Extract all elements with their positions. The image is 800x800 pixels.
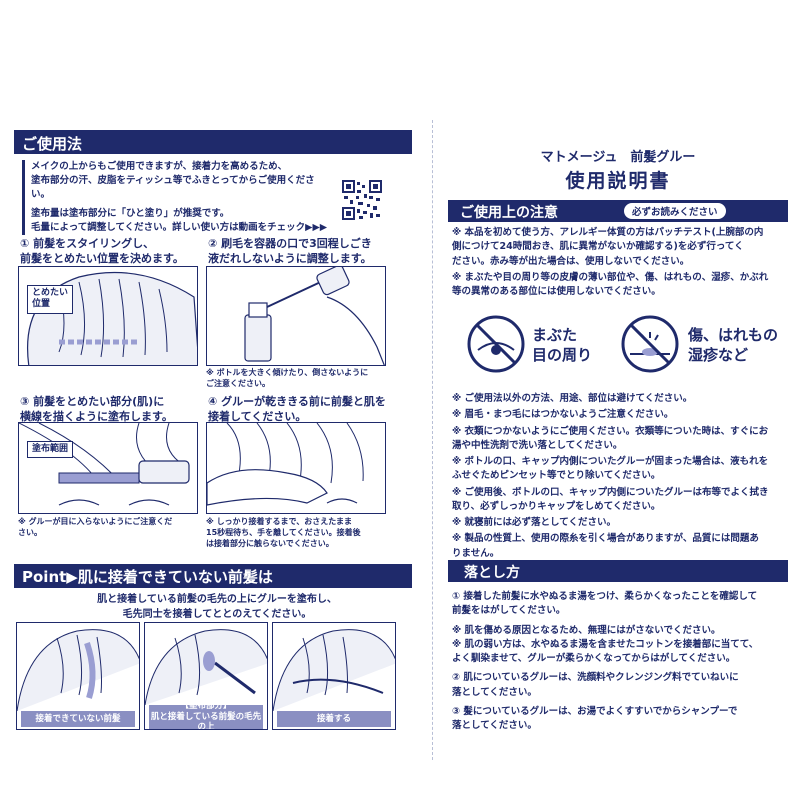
point-header: Point▶肌に接着できていない前髪は: [14, 564, 412, 588]
remove-item: ※ 肌を傷める原因となるため、無理にはがさないでください。 ※ 肌の弱い方は、水…: [452, 624, 759, 665]
caution-item: ※ 就寝前には必ず落としてください。: [452, 517, 616, 528]
remove-item: ③ 髪についているグルーは、お湯でよくすすいでからシャンプーで 落としてください…: [452, 705, 738, 731]
no-eye-area-icon: [467, 315, 525, 373]
eye-area-label: まぶた 目の周り: [532, 326, 593, 364]
must-read-badge: 必ずお読みください: [624, 203, 726, 219]
remove-title: 落とし方: [464, 565, 520, 581]
caution-intro-2: ※ まぶたや目の周り等の皮膚の薄い部位や、傷、はれもの、湿疹、かぶれ 等の異常の…: [452, 271, 769, 297]
step-1-target-label: とめたい 位置: [27, 285, 74, 314]
caution-item: ※ ご使用法以外の方法、用途、部位は避けてください。: [452, 393, 693, 404]
wound-area-label: 傷、はれもの 湿疹など: [688, 326, 779, 364]
remove-item: ② 肌についているグルーは、洗顔料やクレンジング料でていねいに 落としてください…: [452, 672, 739, 698]
intro-text-1: メイクの上からもご使用できますが、接着力を高めるため、 塗布部分の汗、皮脂をティ…: [31, 161, 315, 200]
caution-item: ※ 製品の性質上、使用の際糸を引く場合がありますが、品質には問題あ りません。: [452, 533, 759, 559]
hair-styling-illustration: [27, 271, 197, 365]
unattached-hair-illustration: [17, 629, 139, 712]
step-3-title: ③ 前髪をとめたい部分(肌)に 横線を描くように塗布します。: [20, 395, 173, 424]
no-wound-area-icon: [621, 315, 679, 373]
point-illustration-2: 【塗布部分】 肌と接着している前髪の毛先の上: [144, 622, 268, 730]
step-2-illustration: [206, 266, 386, 366]
step-3-illustration: 塗布範囲: [18, 422, 198, 514]
remove-header: 落とし方: [448, 560, 788, 582]
caution-item: ※ 衣類につかないようにご使用ください。衣類等についた時は、すぐにお 湯や中性洗…: [452, 425, 769, 451]
point-illustration-3: 接着する: [272, 622, 396, 730]
caution-header: ご使用上の注意 必ずお読みください: [448, 200, 788, 222]
brand-name: マトメージュ 前髪グルー: [540, 150, 696, 165]
caution-title: ご使用上の注意: [460, 205, 558, 221]
point-text: 肌と接着している前髪の毛先の上にグルーを塗布し、 毛先同士を接着してととのえてく…: [97, 594, 337, 620]
step-3-area-label: 塗布範囲: [27, 441, 74, 459]
left-section-header: ご使用法: [14, 130, 412, 154]
step-4-note: ※ しっかり接着するまで、おさえたまま 15秒程待ち、手を離してください。接着後…: [206, 517, 361, 548]
left-section-title: ご使用法: [22, 135, 83, 153]
intro-block: メイクの上からもご使用できますが、接着力を高めるため、 塗布部分の汗、皮脂をティ…: [22, 160, 332, 235]
point-title: Point▶肌に接着できていない前髪は: [22, 568, 273, 586]
step-2-title: ② 刷毛を容器の口で3回程しごき 液だれしないように調整します。: [208, 237, 372, 266]
caution-list: ※ ご使用法以外の方法、用途、部位は避けてください。 ※ 眉毛・まつ毛にはつかな…: [452, 392, 792, 563]
glue-apply-illustration: [19, 423, 190, 506]
step-4-title: ④ グルーが乾ききる前に前髪と肌を 接着してください。: [208, 395, 386, 424]
intro-text-2: 塗布量は塗布部分に「ひと塗り」が推奨です。 毛量によって調整してください。詳しい…: [31, 208, 328, 234]
attach-hair-illustration: [273, 629, 395, 712]
step-3-note: ※ グルーが目に入らないようにご注意くだ さい。: [18, 517, 173, 537]
step-1-illustration: とめたい 位置: [18, 266, 198, 366]
remove-list: ① 接着した前髪に水やぬるま湯をつけ、柔らかくなったことを確認して 前髪をはがし…: [452, 590, 792, 735]
glue-on-tips-illustration: [145, 629, 267, 706]
caution-item: ※ ボトルの口、キャップ内側についたグルーが固まった場合は、液もれを ふせぐため…: [452, 456, 769, 482]
step-1-title: ① 前髪をスタイリングし、 前髪をとめたい位置を決めます。: [20, 237, 184, 266]
step-4-illustration: [206, 422, 386, 514]
bottle-brush-illustration: [244, 267, 385, 365]
step-2-note: ※ ボトルを大きく傾けたり、倒さないように ご注意ください。: [206, 368, 369, 388]
caution-intro-list: ※ 本品を初めて使う方、アレルギー体質の方はパッチテスト(上腕部の内 側につけて…: [452, 226, 788, 301]
manual-title: 使用説明書: [565, 170, 671, 192]
remove-item: ① 接着した前髪に水やぬるま湯をつけ、柔らかくなったことを確認して 前髪をはがし…: [452, 591, 758, 617]
point-caption-2: 【塗布部分】 肌と接着している前髪の毛先の上: [149, 701, 263, 730]
caution-item: ※ ご使用後、ボトルの口、キャップ内側についたグルーは布等でよく拭き 取り、必ず…: [452, 486, 769, 512]
point-caption-3: 接着する: [277, 711, 391, 727]
caution-item: ※ 眉毛・まつ毛にはつかないようご注意ください。: [452, 409, 674, 421]
point-caption-1: 接着できていない前髪: [21, 711, 135, 727]
page-divider: [432, 120, 433, 760]
press-hair-illustration: [207, 423, 364, 506]
qr-code-icon[interactable]: [342, 180, 382, 220]
caution-intro-1: ※ 本品を初めて使う方、アレルギー体質の方はパッチテスト(上腕部の内 側につけて…: [452, 227, 764, 267]
point-illustration-1: 接着できていない前髪: [16, 622, 140, 730]
